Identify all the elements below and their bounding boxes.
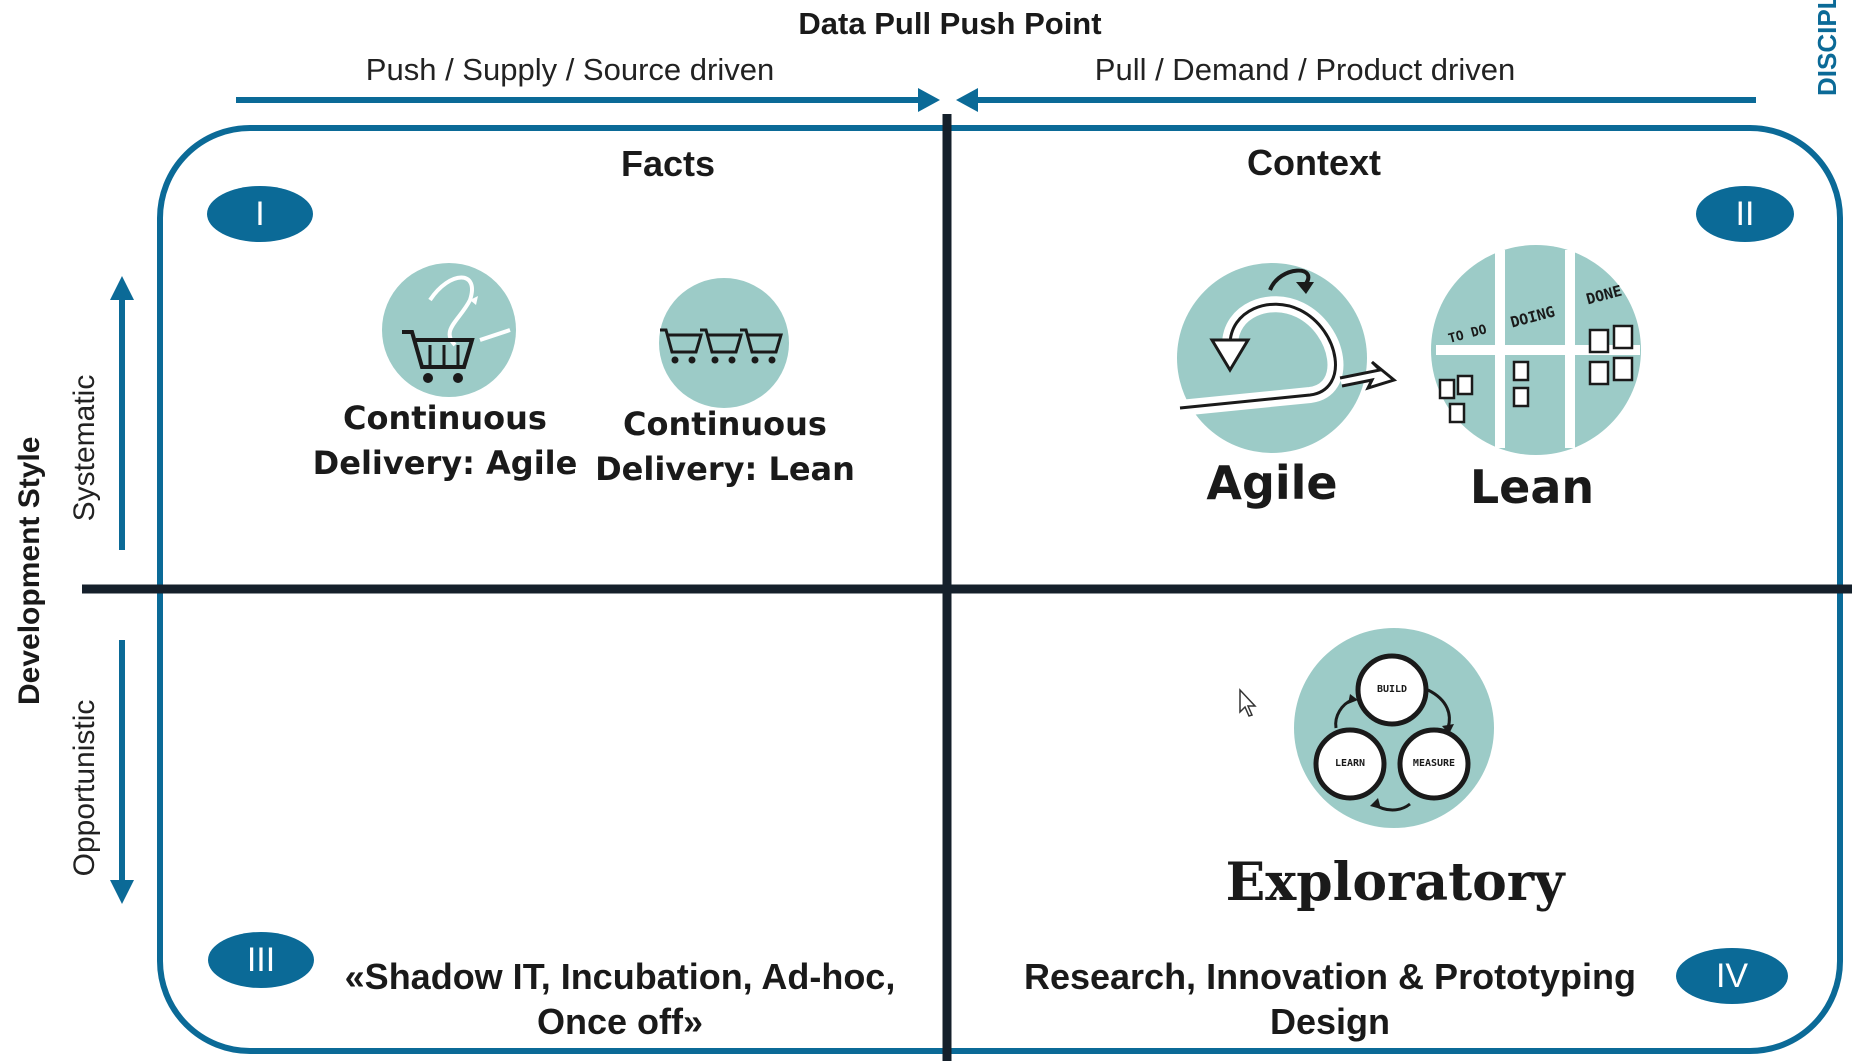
opportunistic-arrow-head <box>110 880 134 904</box>
cd-agile-label: Continuous Delivery: Agile <box>300 396 590 486</box>
quadrant-4-line2: Design <box>1269 1001 1391 1042</box>
quadrant-3-line1: «Shadow IT, Incubation, Ad-hoc, <box>344 956 896 997</box>
quadrant-1-heading: Facts <box>620 143 716 184</box>
brand-fragment: DISCIPL <box>1812 0 1842 96</box>
cd-lean-line1: Continuous <box>623 405 827 443</box>
mouse-cursor-icon <box>1239 688 1257 717</box>
quadrant-1-badge: I <box>207 186 313 242</box>
axis-label-systematic: Systematic <box>68 374 101 522</box>
cycle-build-label: BUILD <box>1376 684 1408 695</box>
quadrant-2-badge: II <box>1696 186 1794 242</box>
cd-agile-line2: Delivery: Agile <box>312 443 578 482</box>
exploratory-label: Exploratory <box>1225 852 1565 913</box>
push-label: Push / Supply / Source driven <box>365 52 775 87</box>
axis-title-development-style: Development Style <box>13 436 46 705</box>
diagram-title: Data Pull Push Point <box>798 6 1102 41</box>
pull-arrow-head <box>956 88 978 112</box>
quadrant-3-badge: III <box>208 932 314 988</box>
quadrant-3-text: «Shadow IT, Incubation, Ad-hoc, Once off… <box>330 954 910 1044</box>
push-arrow-head <box>918 88 940 112</box>
cd-lean-label: Continuous Delivery: Lean <box>580 402 870 492</box>
build-measure-learn-icon <box>1294 628 1494 828</box>
lean-label: Lean <box>1469 460 1595 514</box>
quadrant-3-line2: Once off» <box>536 1001 704 1042</box>
kanban-board-icon <box>1431 245 1641 455</box>
three-carts-icon <box>659 278 789 408</box>
cycle-measure-label: MEASURE <box>1412 758 1456 769</box>
agile-label: Agile <box>1206 456 1338 510</box>
quadrant-2-heading: Context <box>1247 142 1381 183</box>
axis-label-opportunistic: Opportunistic <box>68 699 101 877</box>
quadrant-4-line1: Research, Innovation & Prototyping <box>1023 956 1637 997</box>
agile-loop-icon <box>1177 263 1398 453</box>
quadrant-4-badge: IV <box>1676 948 1788 1004</box>
cycle-learn-label: LEARN <box>1334 758 1366 769</box>
systematic-arrow-head <box>110 276 134 300</box>
pull-label: Pull / Demand / Product driven <box>1094 52 1516 87</box>
quadrant-4-text: Research, Innovation & Prototyping Desig… <box>990 954 1670 1044</box>
cart-cycle-icon <box>382 263 516 397</box>
cd-lean-line2: Delivery: Lean <box>595 449 855 488</box>
cd-agile-line1: Continuous <box>343 399 547 437</box>
